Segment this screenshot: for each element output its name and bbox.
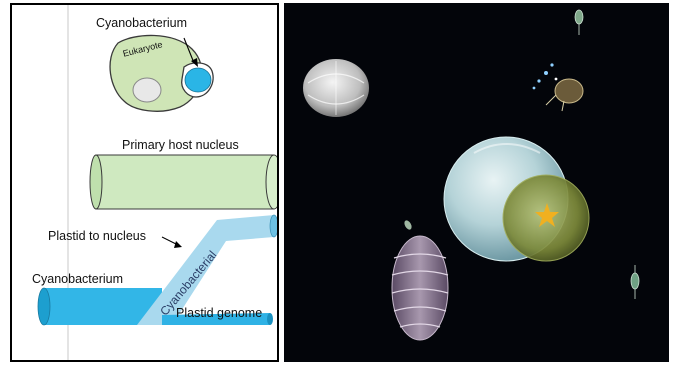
label-primary-host-nucleus: Primary host nucleus	[122, 139, 239, 152]
large-spherical-cell	[444, 137, 589, 261]
label-plastid-to-nucleus: Plastid to nucleus	[48, 230, 146, 243]
plastid-to-nucleus-tube-end	[270, 215, 277, 237]
ciliate-cluster	[533, 63, 583, 111]
endosymbiosis-diagram-panel: Cyanobacterium Eukaryote Primary host nu…	[10, 3, 279, 362]
host-nucleus-cylinder	[96, 155, 274, 209]
diatom-cell	[303, 59, 369, 117]
plastid-genome-tube-end	[267, 313, 273, 325]
dinoflagellate-cell	[392, 219, 448, 340]
tiny-flagellate-top	[575, 10, 583, 35]
label-plastid-genome: Plastid genome	[176, 307, 262, 320]
plastid-arrowhead	[174, 241, 182, 248]
label-cyanobacterium-bottom: Cyanobacterium	[32, 273, 123, 286]
cyanobacterium-cell	[185, 68, 211, 92]
host-nucleus-group	[90, 155, 277, 209]
small-flagellate-cell	[403, 219, 413, 231]
host-nucleus-left-end	[90, 155, 102, 209]
phytoplankton-image-panel	[284, 3, 669, 362]
cyanobacterium-tube-end	[38, 288, 50, 325]
label-cyanobacterium-top: Cyanobacterium	[96, 17, 187, 30]
tiny-flagellate-right	[631, 265, 639, 299]
phytoplankton-illustration	[284, 3, 669, 362]
eukaryote-nucleus	[133, 78, 161, 102]
